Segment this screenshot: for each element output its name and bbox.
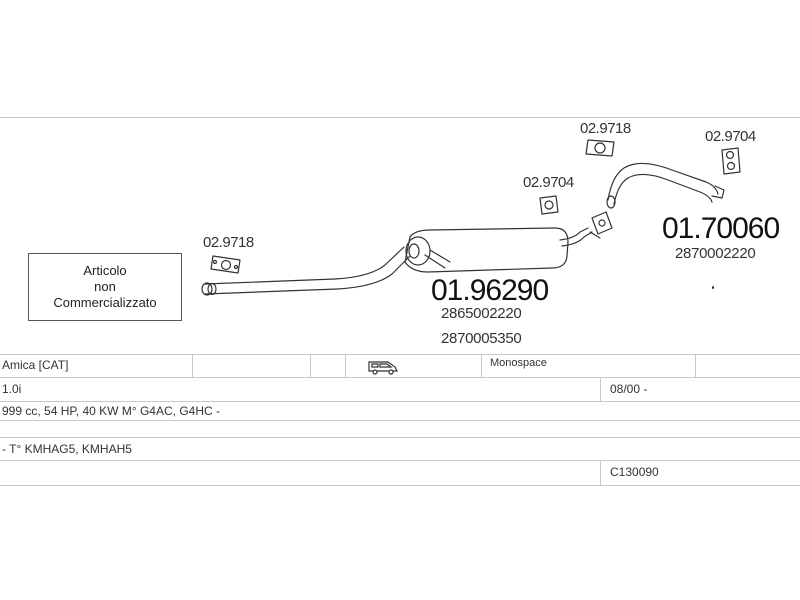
- middle-silencer-oe-1: 2865002220: [441, 305, 522, 322]
- table-line: [0, 437, 800, 438]
- table-divider: [345, 354, 346, 377]
- gasket-upper-shape: [585, 139, 615, 157]
- van-icon: [368, 361, 398, 375]
- gasket-rear-shape: [721, 147, 741, 175]
- table-line: [0, 420, 800, 421]
- exhaust-system-drawing: [201, 139, 741, 296]
- rear-pipe-oe-1: 2870002220: [675, 245, 756, 262]
- rear-pipe-code[interactable]: 01.70060: [662, 212, 780, 245]
- table-divider: [310, 354, 311, 377]
- table-line: [0, 460, 800, 461]
- table-line: [0, 485, 800, 486]
- table-divider: [600, 377, 601, 401]
- frame-top-line: [0, 117, 800, 118]
- not-sold-line-1: Articolo: [83, 263, 127, 278]
- catalog-code: C130090: [610, 465, 659, 479]
- rear-pipe-shape: [606, 162, 725, 209]
- connector-flange-shape: [589, 211, 613, 239]
- model-name: Amica [CAT]: [2, 358, 69, 372]
- gasket-rear-code[interactable]: 02.9704: [705, 128, 756, 145]
- middle-silencer-code[interactable]: 01.96290: [431, 274, 549, 307]
- table-divider: [481, 354, 482, 377]
- table-divider: [600, 460, 601, 485]
- gasket-upper-code[interactable]: 02.9718: [580, 120, 631, 137]
- engine-specs: 999 cc, 54 HP, 40 KW M° G4AC, G4HC -: [2, 404, 220, 418]
- front-pipe: [201, 246, 411, 296]
- not-sold-line-3: Commercializzato: [53, 295, 157, 310]
- gasket-mid-code[interactable]: 02.9704: [523, 174, 574, 191]
- gasket-mid-shape: [539, 195, 559, 215]
- gasket-front-shape: [210, 255, 241, 274]
- table-divider: [192, 354, 193, 377]
- table-line: [0, 401, 800, 402]
- not-sold-line-2: non: [94, 279, 116, 294]
- middle-silencer-shape: [404, 227, 593, 273]
- body-type: Monospace: [490, 357, 547, 369]
- vehicle-types: - T° KMHAG5, KMHAH5: [2, 442, 132, 456]
- middle-silencer-oe-2: 2870005350: [441, 330, 522, 347]
- table-line: [0, 354, 800, 355]
- not-sold-notice: Articolo non Commercializzato: [28, 253, 182, 321]
- production-years: 08/00 -: [610, 382, 648, 396]
- table-line: [0, 377, 800, 378]
- gasket-front-code[interactable]: 02.9718: [203, 234, 254, 251]
- engine-label: 1.0i: [2, 382, 22, 396]
- table-divider: [695, 354, 696, 377]
